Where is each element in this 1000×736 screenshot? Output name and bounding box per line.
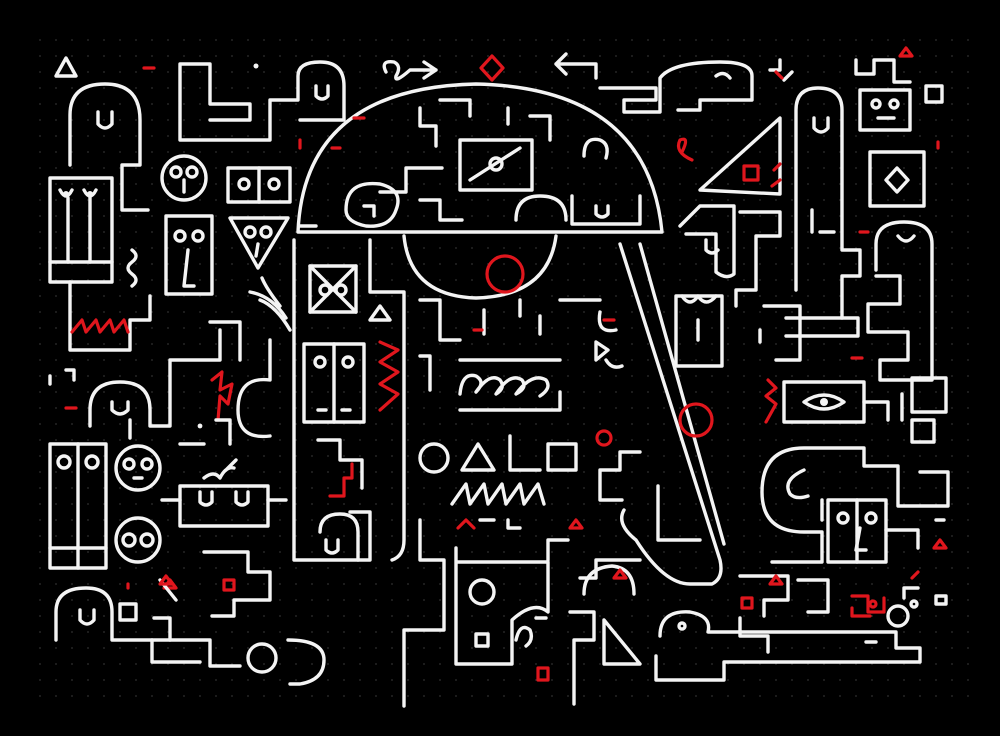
- center-maze: [402, 298, 642, 708]
- bottom-snake: [602, 604, 922, 682]
- face-icon: [114, 444, 162, 492]
- bottom-left-maze: [128, 63, 326, 686]
- dot-grid: [30, 30, 970, 706]
- arrow-icon: [554, 52, 598, 80]
- maze-lines: [738, 570, 948, 654]
- central-dome: [296, 82, 664, 300]
- double-door-face: [48, 442, 108, 570]
- tall-face-left: [68, 82, 150, 212]
- triangle-face: [228, 216, 290, 270]
- diamond-icon: [479, 54, 505, 82]
- diamond-box: [868, 150, 926, 208]
- arch-face-left: [64, 328, 222, 428]
- face-icon: [160, 154, 208, 202]
- diagonal-leg: [598, 242, 726, 586]
- maze-lines: [598, 58, 802, 424]
- dome-face-right: [850, 140, 940, 382]
- face-icon: [114, 516, 162, 564]
- hook-shape: [760, 446, 950, 564]
- maze-lines: [292, 238, 406, 562]
- eye-icon: [782, 376, 948, 444]
- owl-tower: [48, 176, 114, 284]
- zigzag-icon: [70, 318, 130, 334]
- mask-face: [164, 214, 214, 296]
- maze-lines: [142, 60, 346, 150]
- circle-icon: [485, 254, 525, 294]
- twin-box-face: [226, 166, 292, 204]
- door-face-right: [826, 498, 948, 564]
- maze-lines: [152, 338, 288, 674]
- triangle-icon: [54, 56, 78, 78]
- arrow-icon: [382, 60, 438, 81]
- curly-sprout: [208, 276, 292, 422]
- tall-finger-right: [784, 86, 862, 338]
- maze-lines: [48, 248, 152, 386]
- dome-inner-maze: [330, 98, 694, 228]
- face-icon: [854, 46, 944, 132]
